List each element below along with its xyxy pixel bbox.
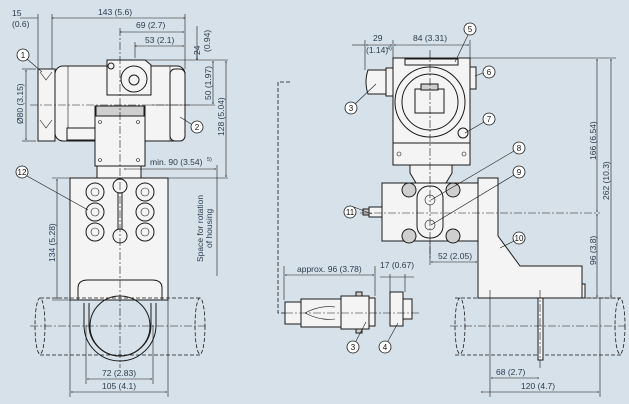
dimension-label: 105 (4.1) xyxy=(102,381,136,391)
dimension-label: 6 xyxy=(487,68,492,77)
dimension-label: 10 xyxy=(515,234,524,243)
callout-12: 12 xyxy=(15,165,89,211)
callout-2: 2 xyxy=(179,116,204,134)
callout-5: 5 xyxy=(454,22,477,63)
accessories: approx. 96 (3.78) 17 (0.67) xyxy=(277,81,420,334)
dimension-label: (0.94) xyxy=(202,30,212,52)
callout-4: 4 xyxy=(378,322,399,354)
display-window xyxy=(414,88,445,114)
dimension-label: 120 (4.7) xyxy=(521,381,555,391)
dimension-label: 17 (0.67) xyxy=(380,260,414,270)
dimension-label: 134 (5.28) xyxy=(47,223,57,262)
vent-valve xyxy=(368,206,383,218)
dimension-label: (1.14) xyxy=(366,45,388,55)
cable-connector xyxy=(284,291,376,334)
dimension-label: 8 xyxy=(517,144,522,153)
dimension-label: 4) xyxy=(387,46,392,52)
dimension-label: 1 xyxy=(21,51,26,60)
dimension-label: of housing xyxy=(204,209,214,248)
callout-7: 7 xyxy=(464,112,496,134)
plug xyxy=(389,291,413,327)
cap-thread xyxy=(39,71,53,129)
left-dimensions: 15 (0.6) 143 (5.6) 69 (2.7) 53 (2.1) 24 … xyxy=(12,7,228,397)
dimension-label: 262 (10.3) xyxy=(601,161,611,200)
left-view-transmitter xyxy=(30,28,206,368)
dimension-label: 53 (2.1) xyxy=(145,35,174,45)
dimension-label: 12 xyxy=(18,168,27,177)
dimension-label: 15 xyxy=(12,8,22,18)
dimension-label: 5 xyxy=(468,25,473,34)
callout-1: 1 xyxy=(16,48,43,73)
dimension-label: min. 90 (3.54) xyxy=(150,157,203,167)
u-bolt-side xyxy=(537,297,544,361)
dimension-label: 24 xyxy=(192,45,202,55)
dimension-label: 84 (3.31) xyxy=(413,33,447,43)
dimension-label: 128 (5.04) xyxy=(216,97,226,136)
dimension-label: 68 (2.7) xyxy=(496,367,525,377)
dimension-label: 72 (2.83) xyxy=(102,368,136,378)
dimension-label: 29 xyxy=(373,33,383,43)
dimension-label: 7 xyxy=(487,115,492,124)
callout-11: 11 xyxy=(343,205,373,219)
cable-gland xyxy=(365,69,387,95)
dimension-label: (0.6) xyxy=(12,19,30,29)
hex-nuts xyxy=(401,182,461,244)
dimension-label: 50 (1.97) xyxy=(203,66,213,100)
callout-6: 6 xyxy=(474,65,496,79)
bracket-holes xyxy=(85,178,155,244)
dimension-label: Space for rotation xyxy=(195,195,205,262)
dimension-label: 52 (2.05) xyxy=(438,251,472,261)
dimension-label: 3 xyxy=(349,104,354,113)
dimension-label: 2 xyxy=(195,123,200,132)
callout-3-gland: 3 xyxy=(344,83,377,115)
dimension-label: 166 (6.54) xyxy=(588,121,598,160)
dimension-label: 9 xyxy=(517,168,522,177)
dimension-label: 11 xyxy=(346,208,355,217)
dimension-label: 3 xyxy=(351,343,356,352)
dimension-label: 69 (2.7) xyxy=(136,20,165,30)
angle-bracket xyxy=(477,177,583,299)
dimension-label: 96 (3.8) xyxy=(588,236,598,265)
dimension-label: Ø80 (3.15) xyxy=(15,83,25,124)
right-dimensions: 29 (1.14) 4) 84 (3.31) 166 (6.54) 262 (1… xyxy=(352,33,616,397)
callout-8: 8 xyxy=(430,141,526,201)
callout-10: 10 xyxy=(499,231,526,249)
dimension-label: 143 (5.6) xyxy=(98,7,132,17)
right-view-transmitter xyxy=(360,50,626,370)
dimension-label: 5) xyxy=(207,157,212,163)
dimension-label: 4 xyxy=(383,343,388,352)
callout-3-connector: 3 xyxy=(346,321,367,354)
callouts: 1 2 3 3 4 5 6 7 8 9 10 11 12 xyxy=(15,22,526,354)
dimension-label: approx. 96 (3.78) xyxy=(297,264,362,274)
callout-9: 9 xyxy=(430,165,526,226)
